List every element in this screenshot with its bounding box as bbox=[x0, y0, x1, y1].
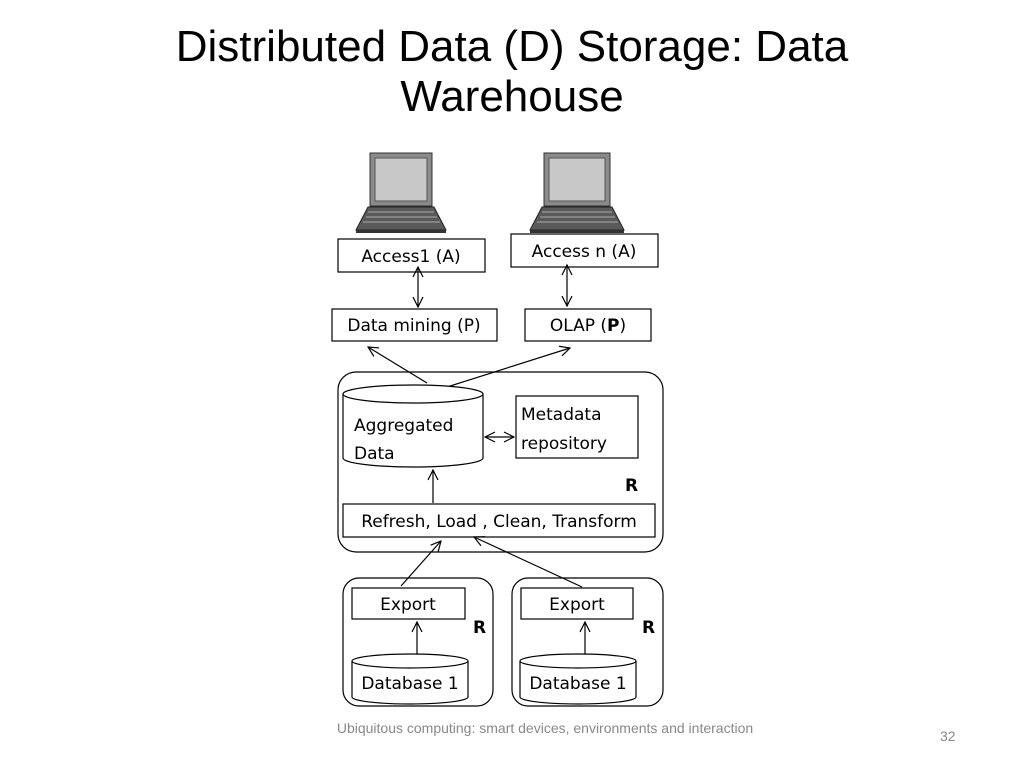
warehouse-container bbox=[337, 371, 664, 553]
aggregated-to-datamining-arrow bbox=[368, 347, 428, 384]
metadata-label-line1: Metadata bbox=[521, 405, 602, 425]
page-number: 32 bbox=[940, 728, 956, 744]
aggregated-data-cylinder bbox=[342, 384, 484, 468]
database-cylinder-left bbox=[351, 653, 469, 705]
olap-box bbox=[524, 308, 652, 342]
metadata-repository-box bbox=[515, 395, 639, 459]
export-box-right bbox=[520, 587, 634, 620]
data-mining-box bbox=[331, 308, 498, 342]
aggregated-data-label-line1: Aggregated bbox=[354, 416, 453, 436]
slide-title-line-2: Warehouse bbox=[400, 72, 624, 121]
slide-footer: Ubiquitous computing: smart devices, env… bbox=[336, 720, 754, 736]
slide-title: Distributed Data (D) Storage: Data Wareh… bbox=[0, 22, 1024, 122]
access1-box bbox=[337, 238, 486, 273]
source-container-left bbox=[342, 577, 494, 707]
access1-label: Access1 (A) bbox=[361, 247, 460, 267]
access-n-box bbox=[510, 233, 659, 268]
export-box-left bbox=[351, 587, 466, 620]
data-mining-label: Data mining (P) bbox=[347, 316, 480, 336]
database-label-left: Database 1 bbox=[361, 674, 458, 694]
warehouse-role-label: R bbox=[625, 476, 638, 496]
laptop-icon bbox=[355, 152, 447, 233]
export-label-left: Export bbox=[380, 595, 436, 615]
aggregated-to-olap-arrow bbox=[446, 348, 570, 388]
refresh-label: Refresh, Load , Clean, Transform bbox=[361, 512, 637, 532]
export-label-right: Export bbox=[549, 595, 605, 615]
export-left-to-refresh-arrow bbox=[400, 541, 441, 587]
laptop-icon bbox=[529, 152, 625, 233]
source-right-role-label: R bbox=[642, 618, 655, 638]
refresh-load-clean-transform-box bbox=[342, 503, 656, 538]
access-n-label: Access n (A) bbox=[532, 242, 637, 262]
metadata-label-line2: repository bbox=[521, 434, 607, 454]
export-right-to-refresh-arrow bbox=[474, 537, 583, 588]
slide-title-line-1: Distributed Data (D) Storage: Data bbox=[175, 22, 849, 71]
aggregated-data-label-line2: Data bbox=[354, 444, 395, 464]
database-label-right: Database 1 bbox=[529, 674, 626, 694]
olap-label: OLAP (P) bbox=[550, 316, 626, 336]
source-left-role-label: R bbox=[473, 618, 486, 638]
database-cylinder-right bbox=[519, 653, 637, 705]
source-container-right bbox=[511, 577, 664, 707]
